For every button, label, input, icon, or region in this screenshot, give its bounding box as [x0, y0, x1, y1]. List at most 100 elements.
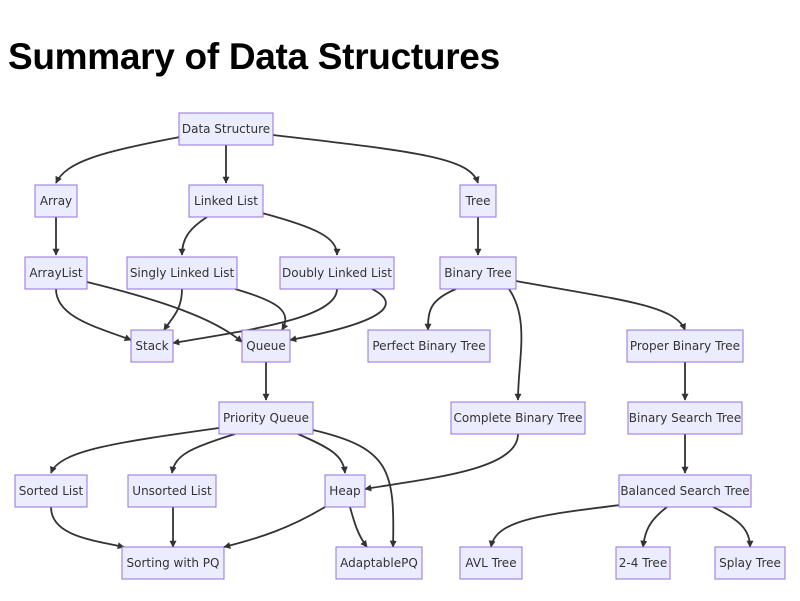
edge-balanced-to-avl [488, 504, 621, 548]
node-label: Splay Tree [719, 556, 781, 570]
node-label: Array [40, 194, 72, 208]
edge-balanced-to-splay [712, 506, 754, 548]
node-binary: Binary Tree [439, 256, 517, 290]
edge-pq-to-sorted [50, 427, 220, 474]
node-box [121, 546, 225, 580]
node-box [178, 112, 274, 146]
node-label: Heap [329, 484, 360, 498]
edge-sorted-to-sortpq [50, 506, 125, 550]
edge-binary-to-complete [508, 288, 523, 401]
node-bst: Binary Search Tree [627, 401, 743, 435]
node-box [618, 474, 752, 508]
node-box [459, 184, 497, 218]
node-label: ArrayList [29, 266, 83, 280]
node-box [14, 474, 88, 508]
edge-heap-to-adaptable [349, 506, 368, 548]
node-queue: Queue [241, 329, 291, 363]
node-label: Tree [464, 194, 490, 208]
node-box [714, 546, 786, 580]
node-label: Sorted List [19, 484, 84, 498]
node-label: Doubly Linked List [282, 266, 392, 280]
node-box [34, 184, 78, 218]
node-box [626, 329, 744, 363]
node-label: Complete Binary Tree [453, 411, 582, 425]
node-box [615, 546, 671, 580]
node-label: Linked List [194, 194, 258, 208]
node-box [627, 401, 743, 435]
node-box [279, 256, 395, 290]
edge-arraylist-to-stack [55, 288, 132, 341]
node-sortpq: Sorting with PQ [121, 546, 225, 580]
node-label: Stack [135, 339, 168, 353]
edge-ds-to-tree [272, 134, 480, 184]
node-linked: Linked List [188, 184, 264, 218]
edge-linked-to-doubly [261, 212, 341, 256]
page-title: Summary of Data Structures [8, 36, 500, 77]
node-box [24, 256, 88, 290]
node-label: Singly Linked List [130, 266, 235, 280]
node-arraylist: ArrayList [24, 256, 88, 290]
edge-binary-to-proper [515, 280, 686, 331]
node-stack: Stack [130, 329, 174, 363]
edge-balanced-to-t24 [640, 506, 668, 548]
node-label: Sorting with PQ [127, 556, 220, 570]
node-ds: Data Structure [178, 112, 274, 146]
node-splay: Splay Tree [714, 546, 786, 580]
node-label: AdaptablePQ [340, 556, 418, 570]
edge-linked-to-singly [178, 216, 208, 256]
edge-arraylist-to-queue [86, 281, 243, 343]
node-box [218, 401, 314, 435]
node-label: Queue [246, 339, 285, 353]
node-label: Binary Search Tree [629, 411, 741, 425]
node-perfect: Perfect Binary Tree [367, 329, 491, 363]
node-unsorted: Unsorted List [127, 474, 217, 508]
node-sorted: Sorted List [14, 474, 88, 508]
node-label: Binary Tree [444, 266, 511, 280]
node-box [241, 329, 291, 363]
edge-pq-to-adaptable [312, 429, 397, 548]
node-box [127, 474, 217, 508]
edge-heap-to-sortpq [223, 506, 326, 549]
node-singly: Singly Linked List [126, 256, 238, 290]
edge-singly-to-stack [163, 288, 183, 331]
node-label: Proper Binary Tree [630, 339, 740, 353]
edge-singly-to-queue [234, 288, 289, 331]
node-box [439, 256, 517, 290]
node-complete: Complete Binary Tree [450, 401, 586, 435]
node-box [324, 474, 366, 508]
node-box [188, 184, 264, 218]
node-doubly: Doubly Linked List [279, 256, 395, 290]
node-tree: Tree [459, 184, 497, 218]
edge-pq-to-heap [297, 433, 348, 474]
node-box [126, 256, 238, 290]
node-box [450, 401, 586, 435]
edge-complete-to-heap [364, 433, 519, 492]
node-adaptable: AdaptablePQ [335, 546, 423, 580]
edge-doubly-to-queue [289, 288, 387, 343]
node-heap: Heap [324, 474, 366, 508]
edge-pq-to-unsorted [169, 433, 236, 474]
node-proper: Proper Binary Tree [626, 329, 744, 363]
node-label: Data Structure [182, 122, 270, 136]
node-box [335, 546, 423, 580]
node-avl: AVL Tree [459, 546, 523, 580]
node-box [130, 329, 174, 363]
node-label: Unsorted List [132, 484, 212, 498]
node-label: Priority Queue [223, 411, 309, 425]
edge-binary-to-perfect [424, 288, 457, 331]
edge-ds-to-array [55, 136, 181, 184]
node-label: AVL Tree [465, 556, 516, 570]
node-pq: Priority Queue [218, 401, 314, 435]
node-t24: 2-4 Tree [615, 546, 671, 580]
edges-layer [50, 134, 754, 550]
node-label: 2-4 Tree [619, 556, 667, 570]
node-label: Perfect Binary Tree [372, 339, 485, 353]
node-box [367, 329, 491, 363]
node-label: Balanced Search Tree [620, 484, 749, 498]
node-box [459, 546, 523, 580]
node-balanced: Balanced Search Tree [618, 474, 752, 508]
edge-doubly-to-stack [172, 288, 338, 346]
node-array: Array [34, 184, 78, 218]
